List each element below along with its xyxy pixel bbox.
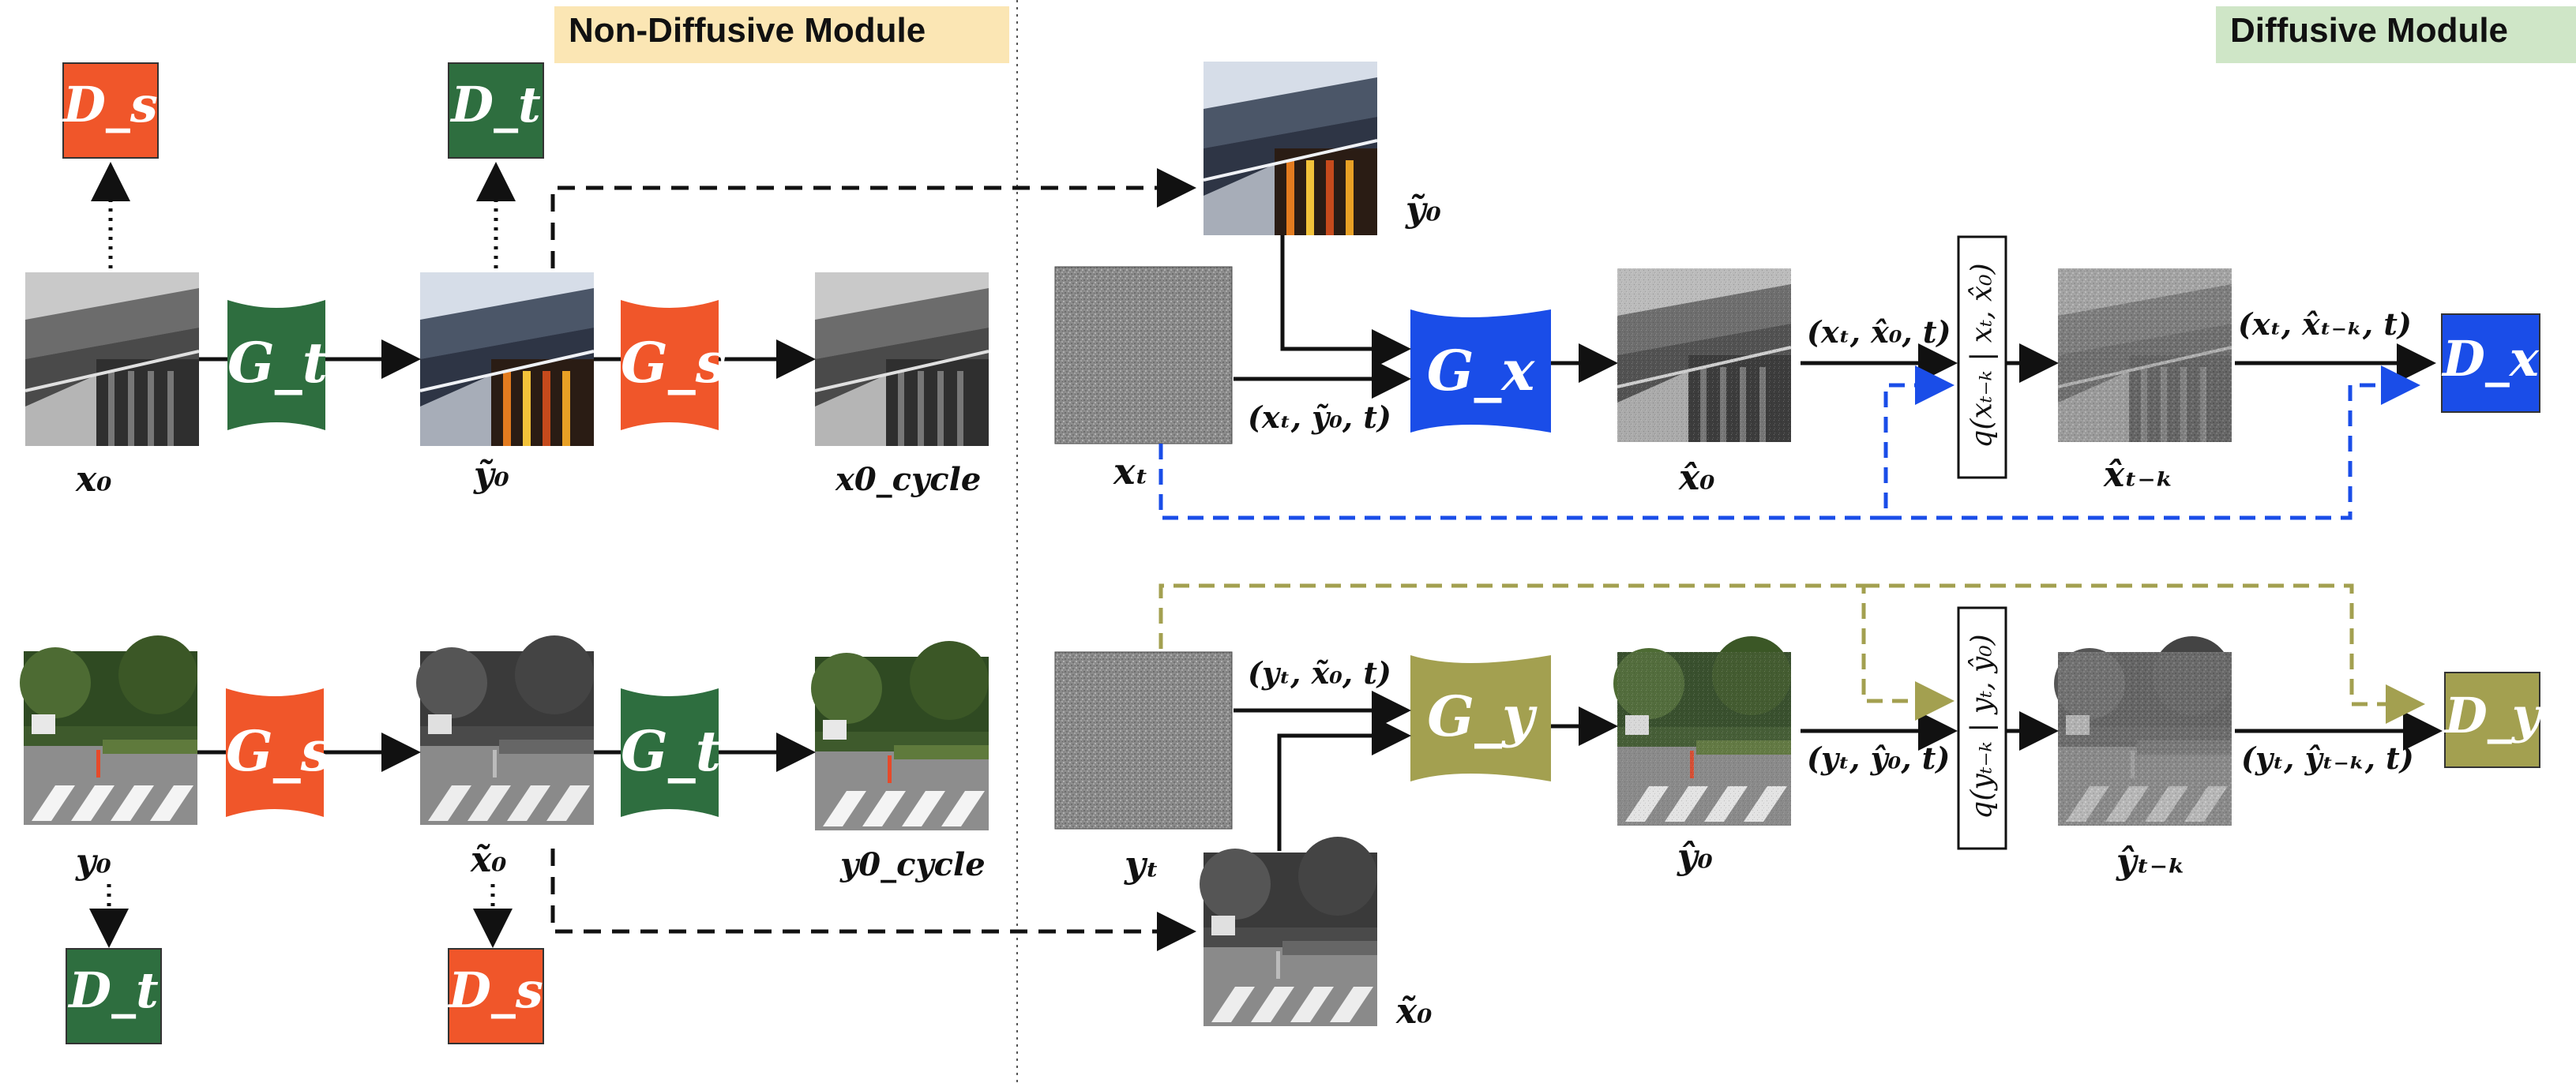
discriminator-dy xyxy=(2444,672,2540,768)
image-x0-hat xyxy=(1616,267,1793,444)
non-diffusive-module-title: Non-Diffusive Module xyxy=(569,11,926,50)
edge-yt-to-dy-olive xyxy=(1864,583,2425,724)
dx-label: D_x xyxy=(2443,330,2539,388)
generator-gs-top xyxy=(621,300,719,430)
edge-x0tilde-gy xyxy=(1277,716,1411,851)
label-ytk-hat: ŷₜ₋ₖ xyxy=(2116,841,2187,882)
dt-bottom-label: D_t xyxy=(69,961,159,1019)
generator-gs-bottom xyxy=(226,688,324,817)
posterior-qx-box xyxy=(1957,235,2007,479)
non-diffusive-module-banner xyxy=(554,6,1009,63)
gt-top-label: G_t xyxy=(227,330,329,395)
dy-label: D_y xyxy=(2445,687,2540,744)
discriminator-ds-bottom xyxy=(448,948,544,1044)
generator-gt-bottom xyxy=(621,688,719,817)
generator-gy xyxy=(1410,655,1551,781)
label-x0-hat: x̂₀ xyxy=(1679,458,1715,498)
diffusive-module-banner xyxy=(2216,6,2576,63)
gy-label: G_y xyxy=(1427,684,1534,749)
image-x0-tilde-right xyxy=(1200,837,1377,1026)
edge-label-dx-in: (xₜ, x̂ₜ₋ₖ, t) xyxy=(2238,306,2412,342)
edge-label-gx-in: (xₜ, ỹ₀, t) xyxy=(1248,399,1391,435)
label-x0: x₀ xyxy=(76,459,112,500)
edge-label-gy-in: (yₜ, x̃₀, t) xyxy=(1248,655,1391,691)
image-ytk-hat xyxy=(2054,636,2232,826)
label-xt: xₜ xyxy=(1113,450,1149,493)
diffusive-module-title: Diffusive Module xyxy=(2230,11,2509,50)
edge-y0tilde-gx xyxy=(1280,235,1411,369)
discriminator-ds-top xyxy=(62,62,159,159)
label-x0-tilde-bottom: x̃₀ xyxy=(471,840,507,880)
posterior-qy-box xyxy=(1957,606,2007,850)
posterior-qx-label: q(xₜ₋ₖ | xₜ, x̂₀) xyxy=(1966,263,1999,448)
label-y0-tilde-right: ỹ₀ xyxy=(1406,189,1441,230)
image-y0-tilde-right xyxy=(1202,60,1379,237)
image-x0-tilde-bottom xyxy=(416,635,594,825)
label-y0: y₀ xyxy=(76,841,111,882)
image-y0-tilde-top xyxy=(419,271,595,448)
label-y0-tilde-top: ỹ₀ xyxy=(474,455,509,495)
image-x0-cycle xyxy=(813,271,990,448)
gs-bottom-label: G_s xyxy=(226,718,332,784)
image-xtk-hat xyxy=(2056,267,2233,444)
noise-yt xyxy=(1054,651,1233,830)
edge-y0-to-diffusive xyxy=(550,168,1196,268)
posterior-qy-label: q(yₜ₋ₖ | yₜ, ŷ₀) xyxy=(1966,634,1999,819)
label-y0-cycle: y0_cycle xyxy=(840,846,986,883)
label-x0-cycle: x0_cycle xyxy=(836,461,982,498)
edge-label-gy-out: (yₜ, ŷ₀, t) xyxy=(1807,740,1951,776)
image-y0 xyxy=(20,635,197,825)
noise-xt xyxy=(1054,266,1233,444)
ds-bottom-label: D_s xyxy=(449,961,543,1019)
label-xtk-hat: x̂ₜ₋ₖ xyxy=(2104,455,2174,495)
image-y0-cycle xyxy=(811,641,989,830)
edge-xt-to-dx-blue xyxy=(1886,365,2420,520)
ds-top-label: D_s xyxy=(63,76,158,133)
label-y0-hat: ŷ₀ xyxy=(1677,837,1713,877)
image-y0-hat xyxy=(1613,636,1791,826)
gs-top-label: G_s xyxy=(621,330,727,395)
edge-label-gx-out: (xₜ, x̂₀, t) xyxy=(1807,314,1951,350)
generator-gx xyxy=(1410,309,1551,433)
label-yt: yₜ xyxy=(1125,843,1159,886)
edge-label-dy-in: (yₜ, ŷₜ₋ₖ, t) xyxy=(2241,740,2414,776)
dt-top-label: D_t xyxy=(451,76,541,133)
discriminator-dt-bottom xyxy=(66,948,162,1044)
gx-label: G_x xyxy=(1426,338,1535,403)
discriminator-dx xyxy=(2441,313,2540,413)
discriminator-dt-top xyxy=(448,62,544,159)
label-x0-tilde-right: x̃₀ xyxy=(1396,991,1433,1032)
generator-gt-top xyxy=(227,300,325,430)
image-x0 xyxy=(24,271,201,448)
gt-bottom-label: G_t xyxy=(621,718,722,784)
